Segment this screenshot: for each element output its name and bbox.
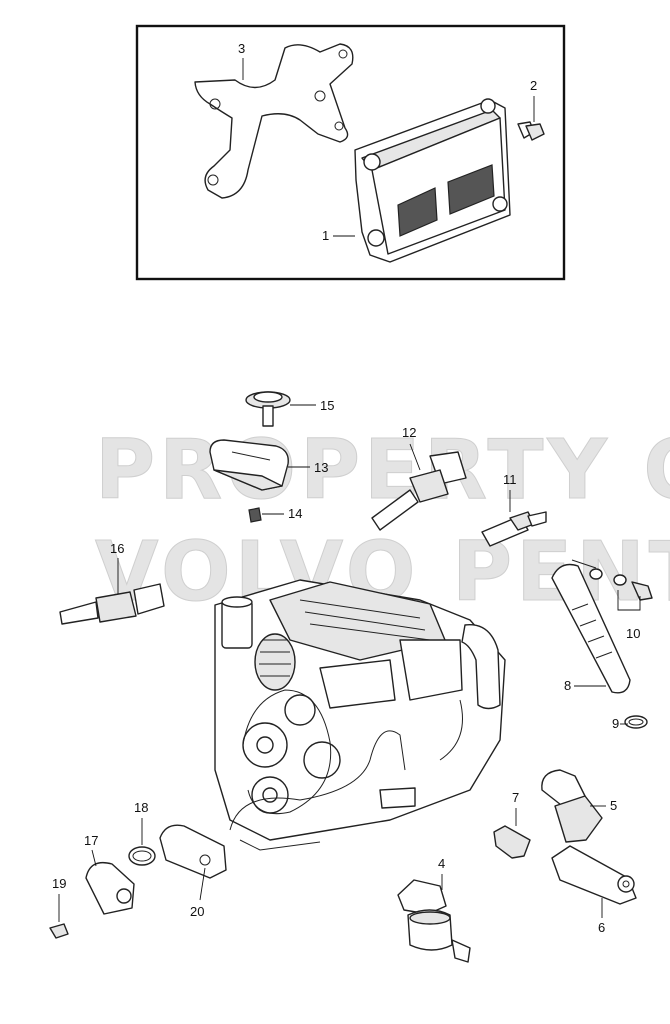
coolant-sensor [371,451,467,531]
callout-8-label: 8 [564,678,571,693]
callout-18-label: 18 [134,800,148,815]
sensor-o-ring [128,846,156,866]
callout-12: 12 [402,425,421,471]
callout-1-label: 1 [322,228,329,243]
callout-3: 3 [238,41,245,80]
sensor-adapter-pipe [551,845,637,905]
small-screw [248,507,262,523]
washer-bolt-kit [589,568,653,601]
callout-5: 5 [590,798,617,813]
callout-4-label: 4 [438,856,445,871]
callout-19-label: 19 [52,876,66,891]
callout-15: 15 [290,398,334,413]
callout-15-label: 15 [320,398,334,413]
ecu-control-unit [354,98,511,263]
callout-19: 19 [52,876,66,922]
sensor-tube [551,559,631,694]
ecu-inset-frame [135,24,566,281]
knock-sensor [397,879,471,963]
callout-18: 18 [134,800,148,845]
callout-3-label: 3 [238,41,245,56]
callout-12-label: 12 [402,425,416,440]
callout-16-label: 16 [110,541,124,556]
o-ring [624,715,648,729]
callout-1: 1 [322,228,355,243]
callout-9-label: 9 [612,716,619,731]
callout-7: 7 [512,790,519,826]
callout-6: 6 [598,898,605,935]
temperature-sensor-small [481,511,547,547]
callout-9: 9 [612,716,628,731]
callout-6-label: 6 [598,920,605,935]
callout-11-label: 11 [503,472,517,487]
callout-7-label: 7 [512,790,519,805]
callout-20: 20 [190,867,206,919]
engine-assembly [214,579,506,851]
callout-10-label: 10 [626,626,640,641]
callout-14: 14 [262,506,302,521]
flange-bolt [245,391,291,427]
callout-10: 10 [617,590,640,641]
callout-16: 16 [110,541,124,594]
callout-5-label: 5 [610,798,617,813]
callout-17-label: 17 [84,833,98,848]
callout-13-label: 13 [314,460,328,475]
callout-2: 2 [530,78,537,122]
callout-11: 11 [503,472,517,512]
oil-pressure-sensor [59,583,165,625]
callout-13: 13 [288,460,328,475]
ecu-bracket [194,43,354,199]
sensor-cover [209,439,289,491]
mounting-plate [159,824,227,879]
callout-2-label: 2 [530,78,537,93]
adapter-fitting [493,825,531,859]
watermark-line-1: PROPERTY OF [95,423,670,518]
callout-17: 17 [84,833,98,867]
callout-8: 8 [564,678,606,693]
callout-14-label: 14 [288,506,302,521]
pressure-sensor [541,769,603,843]
callout-4: 4 [438,856,445,890]
callout-20-label: 20 [190,904,204,919]
sensor-screw [49,923,69,939]
crank-sensor [85,861,135,915]
ecu-bolt [517,121,545,141]
